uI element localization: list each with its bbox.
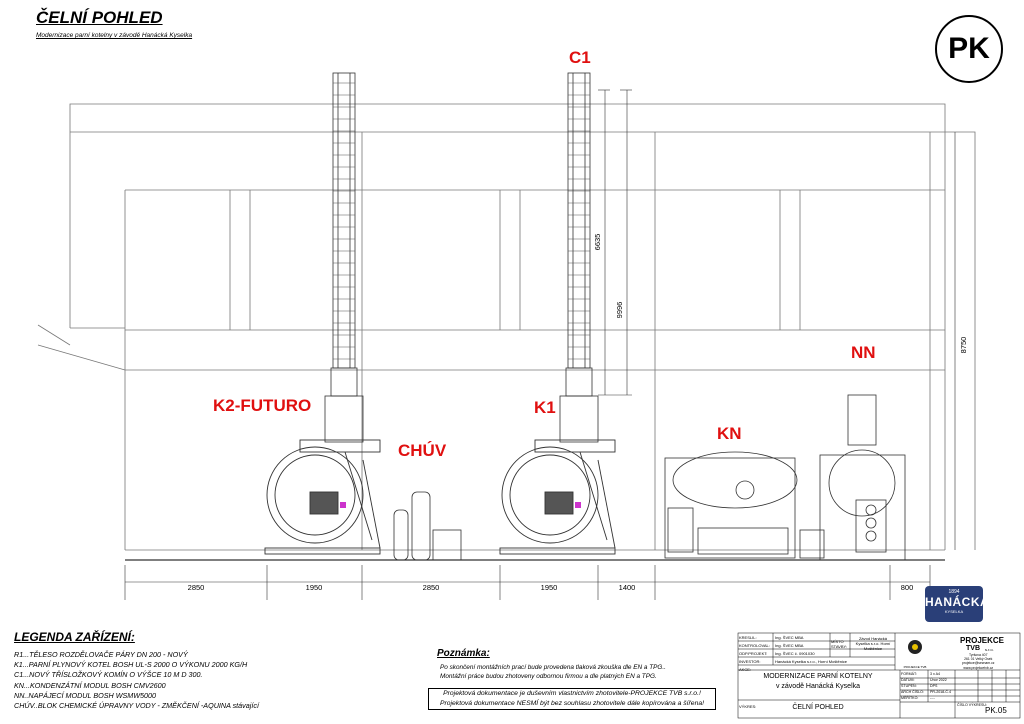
legend-item: K1...PARNÍ PLYNOVÝ KOTEL BOSH UL-S 2000 …	[14, 660, 248, 670]
note-text: Po skončení montážních prací bude proved…	[440, 664, 666, 681]
tb-cislo-label: ČÍSLO VÝKRESU:	[957, 703, 987, 707]
title-block-keys: KRESLIL: KONTROLOVAL: ODP.PROJEKT: INVES…	[739, 634, 770, 674]
note-line: Montážní práce budou zhotoveny odbornou …	[440, 672, 657, 680]
dim-2: 1950	[306, 583, 323, 592]
label-k1: K1	[534, 398, 556, 417]
legend-item: KN...KONDENZÁTNÍ MODUL BOSH CMV2600	[14, 680, 166, 690]
tb-meta-key: MĚŘÍTKO:	[901, 696, 919, 700]
tb-meta-key: DATUM:	[901, 678, 915, 682]
chimney-dimension-lines	[598, 89, 956, 550]
tb-meta-key: STUPEŇ:	[901, 684, 917, 688]
tb-key: KRESLIL:	[739, 635, 757, 640]
tb-key: INVESTOR:	[739, 659, 761, 664]
hanacka-logo: 1894 HANÁCKÁ KYSELKA	[925, 586, 990, 622]
tb-meta-values: 3 x A4 Únor 2022 DPS PR-2018-Č.4 ----	[930, 671, 951, 701]
legend-item: C1...NOVÝ TŘÍSLOŽKOVÝ KOMÍN O VÝŠCE 10 M…	[14, 670, 203, 680]
tb-address: Tyršova 407 261 01 Velký Osek projekce@s…	[962, 653, 994, 670]
pk-badge: PK	[935, 15, 1003, 83]
chimney-c1	[559, 72, 599, 443]
tb-meta-value: Únor 2022	[930, 678, 947, 682]
tb-meta-value: 3 x A4	[930, 672, 940, 676]
tvb-logo-text: PROJEKCE TVB	[903, 665, 927, 669]
dim-6: 800	[901, 583, 914, 592]
tb-company: PROJEKCE	[960, 636, 1005, 645]
dim-3: 2850	[423, 583, 440, 592]
boiler-k1	[499, 439, 616, 555]
tb-address-line: Tyršova 407	[968, 653, 988, 657]
dim-4: 1950	[541, 583, 558, 592]
chimney-k2	[324, 72, 364, 443]
legend-item: NN..NAPÁJECÍ MODUL BOSH WSMW5000	[14, 690, 157, 700]
tb-meta-key: ARCH ČÍSLO:	[901, 690, 924, 694]
building-outline	[37, 103, 976, 551]
tb-akce-2: v závodě Hanácká Kyselka	[775, 683, 861, 690]
tb-meta-value: DPS	[930, 684, 938, 688]
projekce-tvb-logo: PROJEKCE TVB	[898, 638, 932, 669]
tb-key: AKCE:	[739, 667, 752, 672]
note-title: Poznámka:	[437, 648, 490, 659]
logo-name: HANÁCKÁ	[925, 595, 990, 609]
tb-key: KONTROLOVAL:	[739, 643, 770, 648]
dim-chimney-top: 6635	[593, 234, 602, 251]
tb-meta-value: ----	[930, 696, 935, 700]
boiler-k2	[264, 439, 381, 555]
tb-value: Hanácká Kyselka s.r.o., Horní Moštěnice	[775, 659, 848, 664]
copyright-box: Projektová dokumentace je duševním vlast…	[428, 688, 716, 710]
tb-address-line: www.projekcetvb.cz	[963, 665, 994, 670]
tb-misto-value: Závod Hanácká Kyselka s.r.o. Horní Moště…	[855, 636, 891, 651]
legend: LEGENDA ZAŘÍZENÍ: R1...TĚLESO ROZDĚLOVAČ…	[14, 630, 314, 711]
chimney-rungs	[333, 82, 590, 360]
logo-year: 1894	[948, 589, 960, 595]
tb-address-line: projekce@seznam.cz	[962, 661, 995, 666]
label-k2: K2-FUTURO	[213, 396, 312, 415]
tb-value: Ing. ŠVEC MBA	[775, 635, 804, 640]
label-nn: NN	[851, 343, 876, 362]
logo-sub: KYSELKA	[944, 609, 964, 614]
bottom-dimension-labels: 2850 1950 2850 1950 1400 800	[188, 583, 914, 592]
dim-1: 2850	[188, 583, 205, 592]
tb-key: ODP.PROJEKT:	[739, 651, 768, 656]
copyright-line: Projektová dokumentace je duševním vlast…	[443, 690, 701, 697]
tb-akce-1: MODERNIZACE PARNÍ KOTELNY	[763, 673, 873, 680]
tb-value: Ing. ŠVEC č. 0901030	[775, 651, 815, 656]
tb-vykres: ČELNÍ POHLED	[792, 704, 844, 711]
tb-meta-value: PR-2018-Č.4	[930, 690, 951, 694]
tb-meta-key: FORMÁT:	[901, 672, 917, 676]
tb-value: Ing. ŠVEC MBA	[775, 643, 804, 648]
dim-chimney-total: 9996	[615, 302, 624, 319]
label-kn: KN	[717, 424, 742, 443]
legend-item: R1...TĚLESO ROZDĚLOVAČE PÁRY DN 200 - NO…	[14, 650, 188, 659]
bottom-dimension-line	[124, 565, 931, 600]
tb-vykres-label: VÝKRES:	[739, 704, 757, 709]
label-chuv: CHÚV	[398, 441, 447, 460]
page-title: ČELNÍ POHLED	[36, 8, 163, 27]
legend-item: CHÚV..BLOK CHEMICKÉ ÚPRAVNY VODY - ZMĚKČ…	[14, 701, 259, 711]
dim-building-height: 8750	[959, 337, 968, 354]
tb-company2: TVB	[966, 645, 980, 652]
condensate-module	[664, 451, 798, 559]
label-c1: C1	[569, 48, 591, 67]
page-subtitle: Modernizace parní kotelny v závodě Hanác…	[36, 32, 193, 39]
note-line: Po skončení montážních prací bude proved…	[440, 664, 666, 671]
copyright-line: Projektová dokumentace NESMÍ být bez sou…	[439, 700, 705, 707]
tb-cislo: PK.05	[985, 706, 1007, 715]
legend-title: LEGENDA ZAŘÍZENÍ:	[14, 630, 135, 644]
title-block-values: Ing. ŠVEC MBA Ing. ŠVEC MBA Ing. ŠVEC č.…	[775, 634, 847, 666]
tb-meta-keys: FORMÁT: DATUM: STUPEŇ: ARCH ČÍSLO: MĚŘÍT…	[901, 671, 924, 701]
dim-5: 1400	[619, 583, 636, 592]
tb-company3: s.r.o.	[985, 647, 994, 652]
tb-misto-label: MÍSTO STAVBY:	[831, 639, 848, 649]
title-block-grid	[737, 632, 1021, 719]
feed-water-module	[799, 394, 906, 561]
tb-address-line: 261 01 Velký Osek	[964, 657, 993, 662]
